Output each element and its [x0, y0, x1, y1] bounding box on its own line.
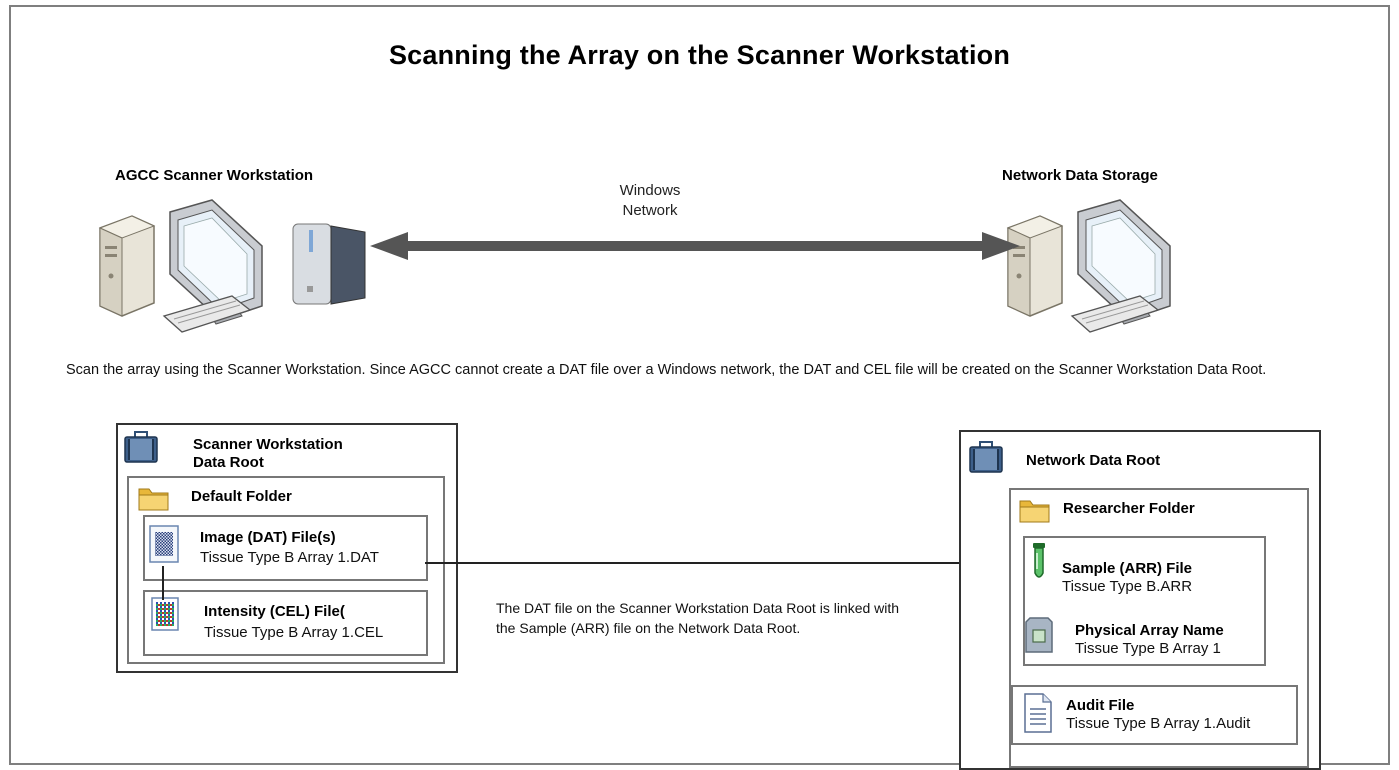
scanner-data-root-title-line1: Scanner Workstation — [193, 436, 343, 453]
dat-file-name: Tissue Type B Array 1.DAT — [200, 549, 379, 566]
cel-file-box — [143, 590, 428, 656]
array-name-title: Physical Array Name — [1075, 622, 1224, 639]
page-title: Scanning the Array on the Scanner Workst… — [388, 40, 1011, 70]
array-chip-icon — [1024, 616, 1054, 654]
network-label-line2: Network — [622, 202, 678, 219]
folder-icon — [137, 484, 171, 512]
briefcase-icon — [123, 430, 159, 464]
sample-group-box — [1023, 536, 1266, 666]
test-tube-icon — [1029, 541, 1049, 583]
cel-file-title: Intensity (CEL) File( — [204, 603, 345, 620]
dat-cel-connector — [161, 566, 165, 600]
link-note: The DAT file on the Scanner Workstation … — [496, 600, 900, 636]
dat-file-box — [143, 515, 428, 581]
image-file-icon — [148, 524, 180, 564]
computer-icon — [1000, 198, 1175, 338]
cel-file-icon — [150, 596, 180, 632]
computer-icon — [92, 198, 267, 338]
sample-file-title: Sample (ARR) File — [1062, 560, 1193, 577]
audit-file-box — [1011, 685, 1298, 745]
audit-file-name: Tissue Type B Array 1.Audit — [1066, 715, 1251, 732]
dat-arr-link-line — [425, 560, 1025, 566]
sample-file-name: Tissue Type B.ARR — [1062, 578, 1193, 595]
description-text: Scan the array using the Scanner Worksta… — [66, 362, 1267, 378]
audit-file-title: Audit File — [1066, 697, 1135, 714]
network-arrow — [370, 226, 1020, 266]
scanner-icon — [287, 218, 372, 308]
default-folder-label: Default Folder — [191, 488, 292, 505]
network-data-root-title: Network Data Root — [1026, 452, 1161, 469]
array-name-value: Tissue Type B Array 1 — [1075, 640, 1221, 657]
scanner-data-root-title-line2: Data Root — [193, 454, 264, 471]
right-station-label: Network Data Storage — [1002, 167, 1158, 184]
folder-icon — [1018, 496, 1052, 524]
left-station-label: AGCC Scanner Workstation — [115, 167, 314, 184]
document-icon — [1022, 692, 1054, 734]
dat-file-title: Image (DAT) File(s) — [200, 529, 336, 546]
network-label: Windows Network — [595, 181, 705, 221]
network-label-line1: Windows — [619, 182, 681, 199]
researcher-folder-label: Researcher Folder — [1063, 500, 1195, 517]
briefcase-icon — [968, 440, 1004, 474]
cel-file-name: Tissue Type B Array 1.CEL — [204, 624, 384, 641]
